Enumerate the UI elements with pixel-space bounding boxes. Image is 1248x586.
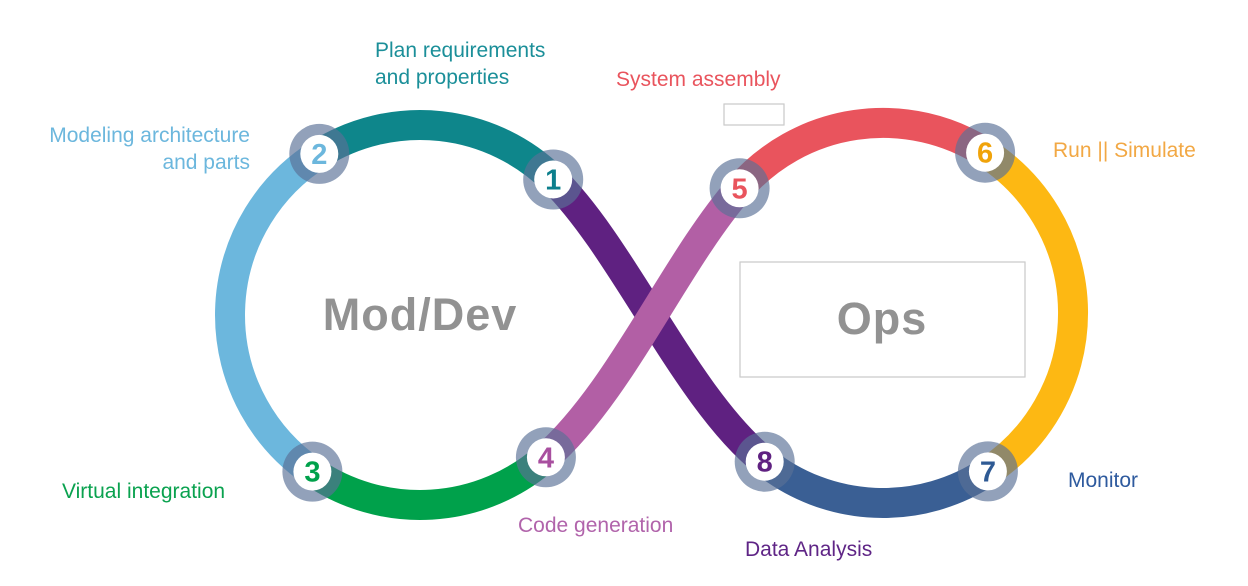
node-7: 7 — [957, 441, 1018, 502]
node-8: 8 — [734, 431, 795, 492]
node-4: 4 — [515, 427, 576, 488]
mod-dev-label: Mod/Dev — [323, 289, 518, 340]
small-empty-box — [723, 103, 785, 126]
node-7-number: 7 — [980, 456, 996, 488]
arc-data-analysis — [755, 449, 997, 518]
node-6-number: 6 — [977, 138, 993, 170]
node-3-disc — [293, 452, 332, 491]
step-1-label: Plan requirements and properties — [375, 39, 545, 89]
ops-label: Ops — [837, 293, 928, 344]
step-4-label: Code generation — [518, 514, 673, 537]
node-4-disc — [526, 438, 565, 477]
step-2-label-line-1: Modeling architecture — [49, 124, 250, 147]
arc-modeling-architecture — [215, 141, 328, 484]
step-8-label: Data Analysis — [745, 538, 872, 561]
node-6: 6 — [955, 122, 1016, 183]
node-8-number: 8 — [757, 447, 773, 479]
step-1-label-line-2: and properties — [375, 66, 509, 89]
node-1-number: 1 — [545, 165, 561, 197]
node-1-disc — [534, 160, 573, 199]
step-1-label-line-1: Plan requirements — [375, 39, 545, 62]
step-6-label: Run || Simulate — [1053, 139, 1196, 162]
node-5-number: 5 — [732, 173, 748, 205]
arc-system-assembly — [728, 108, 994, 199]
node-4-number: 4 — [538, 442, 554, 474]
step-2-label: Modeling architecture and parts — [49, 124, 250, 174]
node-3-number: 3 — [304, 457, 320, 489]
node-2-number: 2 — [311, 139, 327, 171]
node-6-disc — [966, 133, 1005, 172]
ops-box — [739, 261, 1026, 378]
step-5-label: System assembly — [616, 68, 781, 91]
node-8-disc — [745, 442, 784, 481]
node-2: 2 — [289, 123, 350, 184]
node-1: 1 — [523, 149, 584, 210]
node-3: 3 — [282, 441, 343, 502]
step-2-label-line-2: and parts — [162, 151, 250, 174]
node-7-disc — [968, 452, 1007, 491]
arc-virtual-integration — [303, 445, 556, 520]
node-5: 5 — [709, 158, 770, 219]
arc-crossing-magenta — [535, 178, 751, 469]
step-3-label: Virtual integration — [62, 480, 225, 503]
step-7-label: Monitor — [1068, 469, 1138, 492]
arc-plan-requirements — [311, 110, 564, 191]
node-2-disc — [300, 134, 339, 173]
arc-run-simulate — [976, 140, 1088, 484]
node-5-disc — [720, 169, 759, 208]
